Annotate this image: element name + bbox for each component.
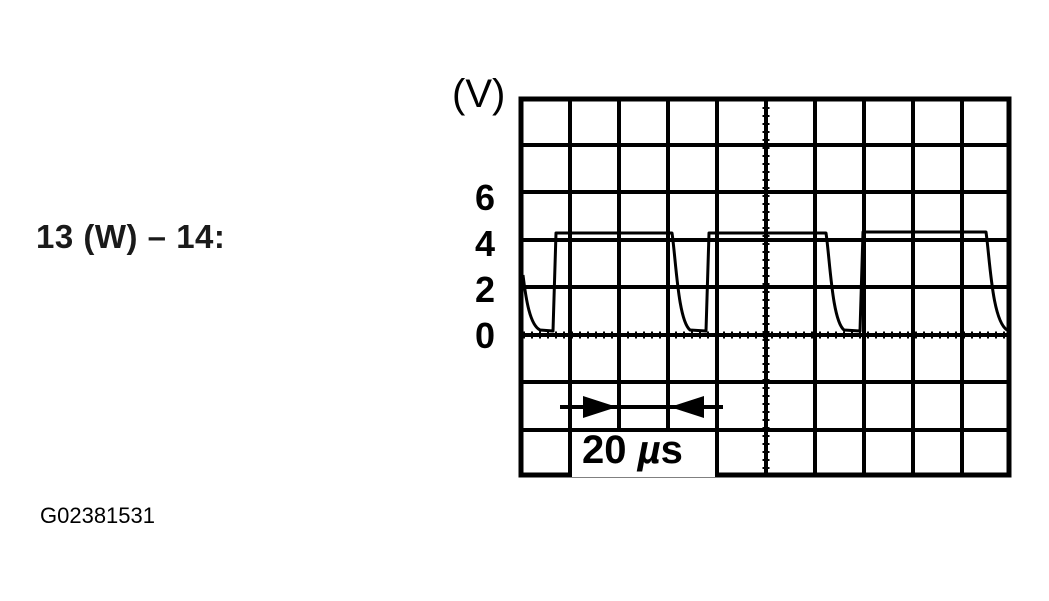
- time-scale-label: 20 µs: [582, 428, 683, 473]
- y-tick-2: 2: [474, 269, 496, 310]
- y-tick-6: 6: [474, 177, 496, 218]
- y-axis-unit-label: (V): [452, 72, 506, 116]
- time-scale-value: 20: [582, 428, 638, 472]
- seconds-unit: s: [660, 428, 683, 472]
- waveform-trace: [521, 230, 1009, 333]
- micro-symbol: µ: [637, 428, 661, 472]
- time-scale-marker: [560, 396, 723, 423]
- terminal-label: 13 (W) – 14:: [36, 218, 226, 255]
- y-tick-4: 4: [474, 223, 496, 264]
- figure-id: G02381531: [40, 503, 155, 528]
- y-tick-0: 0: [474, 315, 496, 356]
